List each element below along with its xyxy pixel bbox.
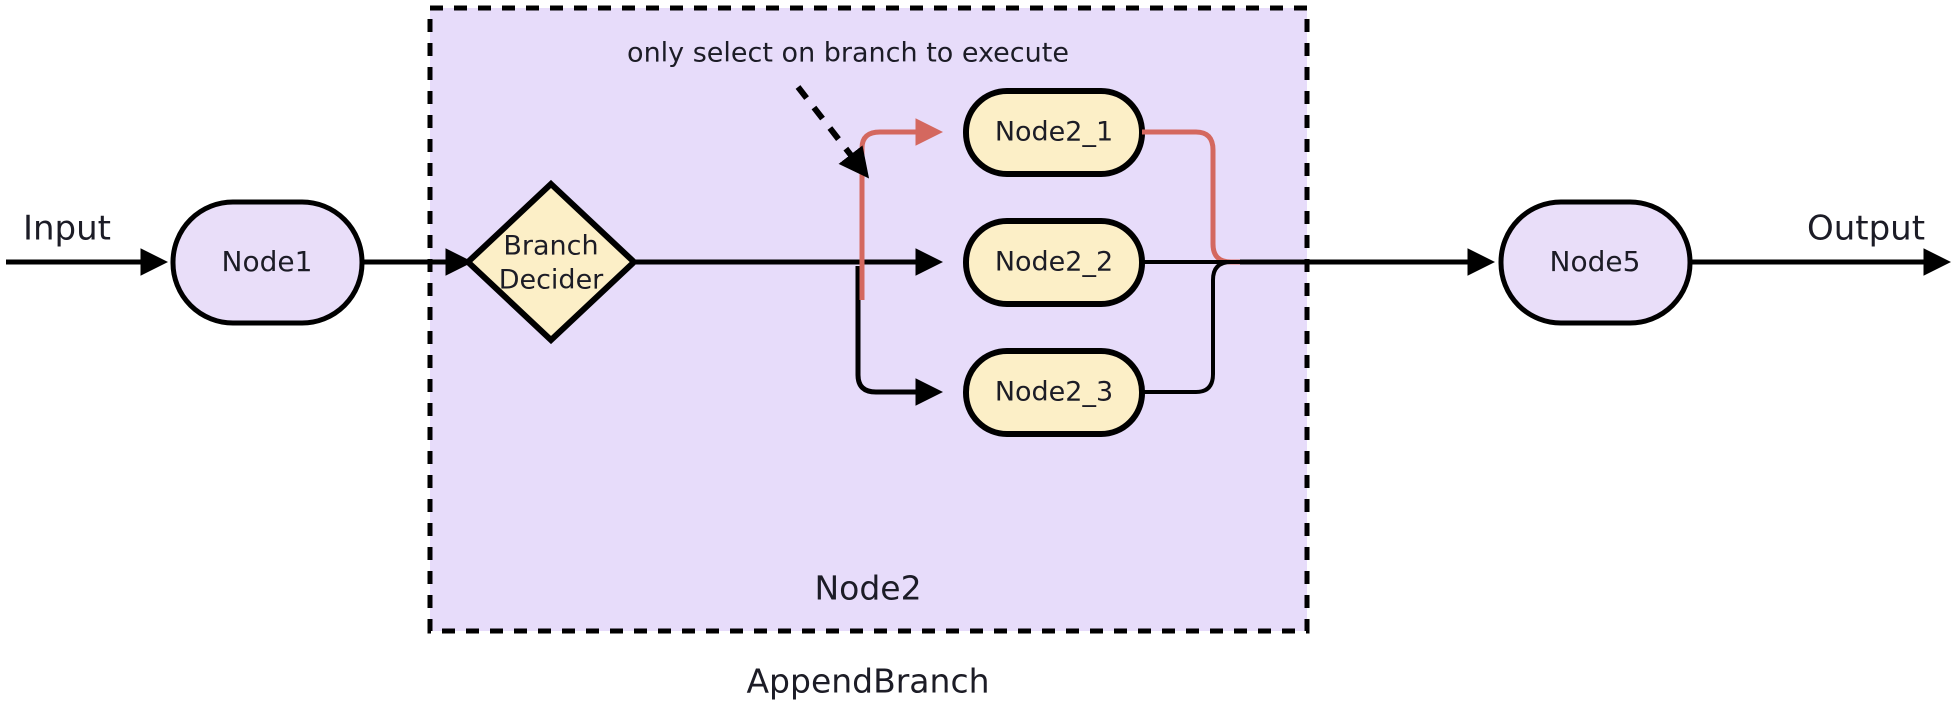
branch-decider-label-line2: Decider <box>499 265 604 296</box>
group-label-node2: Node2 <box>814 569 921 608</box>
input-label: Input <box>23 209 111 249</box>
node2-3-label: Node2_3 <box>995 377 1113 408</box>
node2-2-label: Node2_2 <box>995 247 1113 278</box>
node5-label: Node5 <box>1550 245 1641 278</box>
outer-label-appendbranch: AppendBranch <box>746 662 989 701</box>
node1-label: Node1 <box>222 245 313 278</box>
annotation-pointer-arrow-icon <box>795 85 870 179</box>
edge-decider-to-node2-3 <box>855 266 943 406</box>
node-node1[interactable] <box>170 199 365 326</box>
branch-decider-label-line1: Branch <box>503 231 598 262</box>
output-label: Output <box>1807 209 1925 249</box>
node2-1-label: Node2_1 <box>995 117 1113 148</box>
annotation-label: only select on branch to execute <box>627 38 1069 69</box>
node-node5[interactable] <box>1498 199 1693 326</box>
node-branch-decider[interactable] <box>463 179 639 345</box>
